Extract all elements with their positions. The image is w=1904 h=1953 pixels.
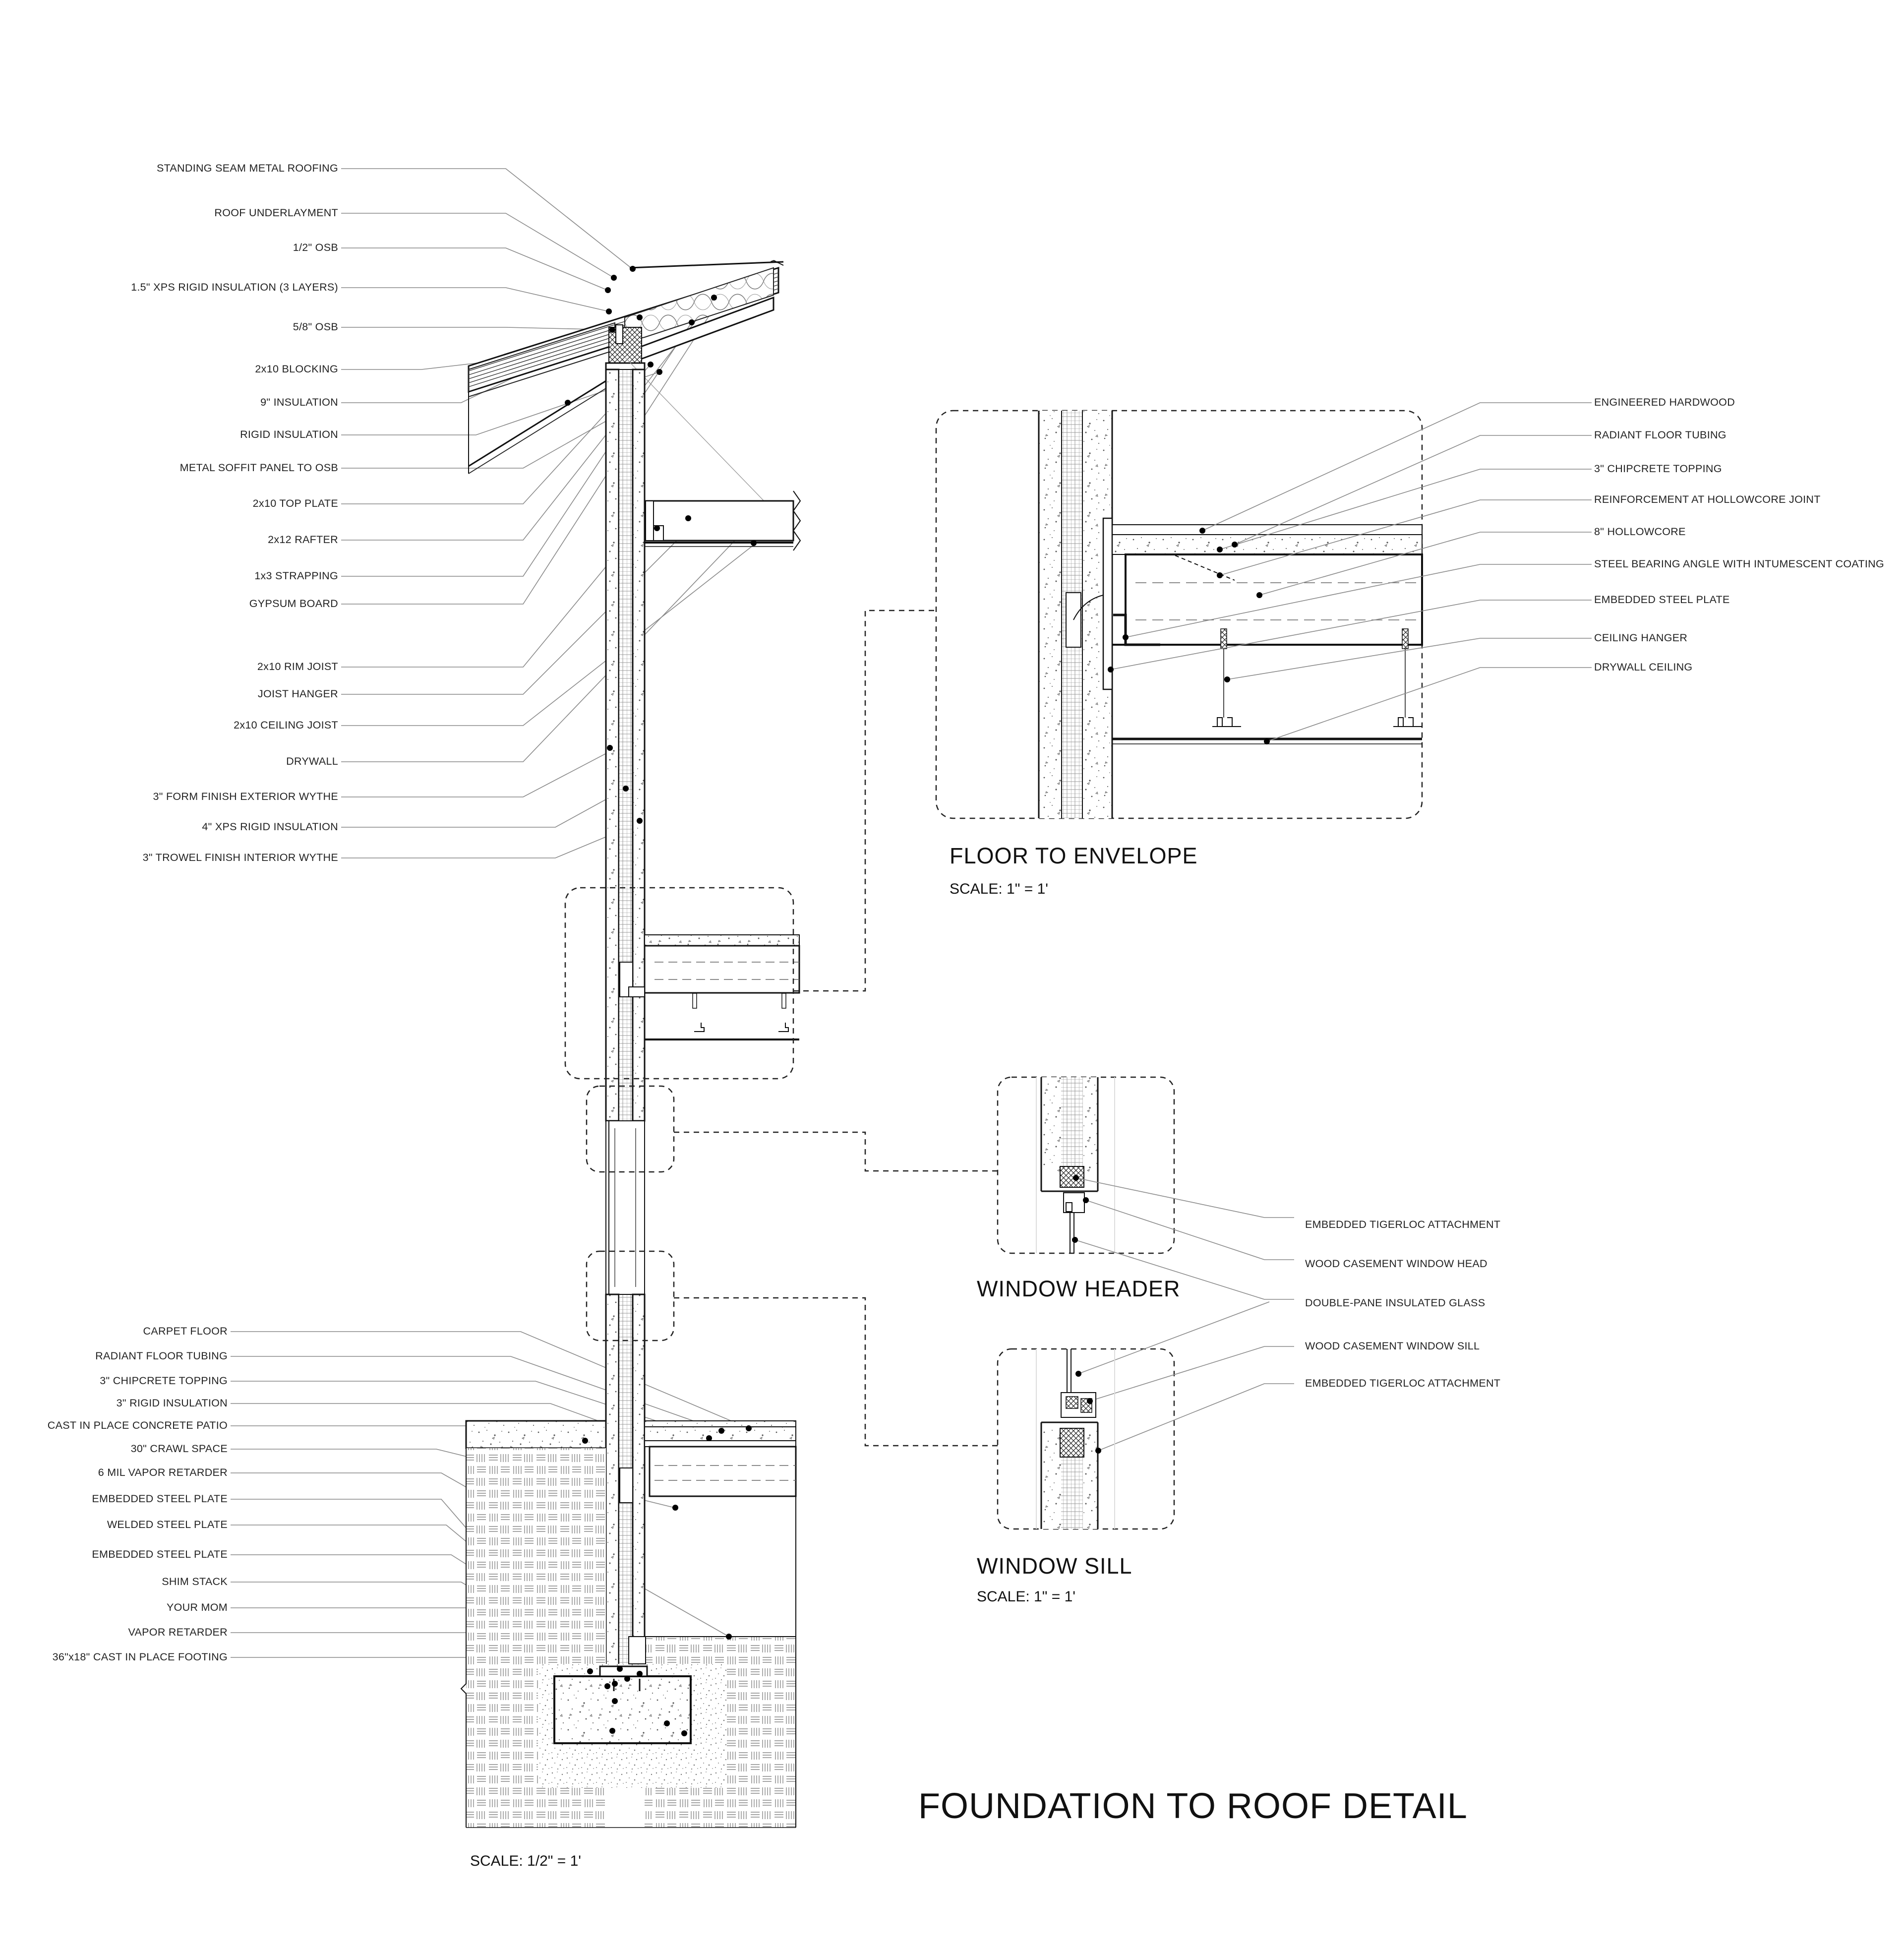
ceiling-assembly	[644, 490, 801, 551]
window-header-title: WINDOW HEADER	[977, 1276, 1181, 1301]
label-2x10-rim-joist: 2x10 RIM JOIST	[257, 661, 338, 672]
label-fd-drywall-ceiling: DRYWALL CEILING	[1594, 661, 1693, 673]
window-header-detail	[1036, 1077, 1294, 1451]
label-fd-chipcrete: 3" CHIPCRETE TOPPING	[1594, 463, 1722, 475]
label-vapor-retarder: VAPOR RETARDER	[128, 1626, 228, 1638]
label-half-osb: 1/2" OSB	[293, 242, 338, 253]
label-4in-xps: 4" XPS RIGID INSULATION	[202, 821, 338, 833]
label-ws-tigerloc: EMBEDDED TIGERLOC ATTACHMENT	[1305, 1377, 1501, 1389]
label-cast-in-place-footing: 36"x18" CAST IN PLACE FOOTING	[52, 1651, 228, 1663]
label-your-mom: YOUR MOM	[166, 1601, 228, 1613]
label-1x3-strapping: 1x3 STRAPPING	[254, 570, 338, 582]
window-sill-title: WINDOW SILL	[977, 1553, 1132, 1579]
label-2x12-rafter: 2x12 RAFTER	[268, 534, 338, 546]
label-wh-window-head: WOOD CASEMENT WINDOW HEAD	[1305, 1258, 1488, 1270]
label-ws-window-sill: WOOD CASEMENT WINDOW SILL	[1305, 1340, 1480, 1352]
label-2x10-ceiling-joist: 2x10 CEILING JOIST	[234, 719, 338, 731]
label-fd-embedded-plate: EMBEDDED STEEL PLATE	[1594, 594, 1730, 606]
label-rigid-insulation: RIGID INSULATION	[240, 428, 338, 440]
sheet-title: FOUNDATION TO ROOF DETAIL	[918, 1786, 1468, 1826]
foundation-assembly	[460, 1420, 797, 1828]
main-detail-scale: SCALE: 1/2" = 1'	[470, 1853, 582, 1869]
label-9in-insulation: 9" INSULATION	[260, 396, 338, 408]
label-shim-stack: SHIM STACK	[162, 1576, 228, 1587]
leader-dots	[565, 266, 1270, 1736]
roof-assembly	[468, 260, 784, 511]
label-fd-hollowcore: 8" HOLLOWCORE	[1594, 526, 1686, 538]
label-welded-steel-plate: WELDED STEEL PLATE	[107, 1519, 228, 1530]
label-xps-rigid: 1.5" XPS RIGID INSULATION (3 LAYERS)	[131, 281, 338, 293]
label-vapor-retarder-6mil: 6 MIL VAPOR RETARDER	[98, 1466, 228, 1478]
label-drywall: DRYWALL	[286, 755, 338, 767]
label-wh-tigerloc: EMBEDDED TIGERLOC ATTACHMENT	[1305, 1219, 1501, 1230]
label-engineered-hardwood: ENGINEERED HARDWOOD	[1594, 396, 1735, 408]
label-standing-seam-roofing: STANDING SEAM METAL ROOFING	[156, 162, 338, 174]
floor-detail-leaders	[1110, 402, 1592, 742]
label-fd-radiant-tubing: RADIANT FLOOR TUBING	[1594, 429, 1726, 441]
label-embedded-steel-plate-1: EMBEDDED STEEL PLATE	[92, 1493, 228, 1505]
label-five-eighth-osb: 5/8" OSB	[293, 321, 338, 333]
label-wh-insulated-glass: DOUBLE-PANE INSULATED GLASS	[1305, 1297, 1486, 1309]
label-radiant-floor-tubing: RADIANT FLOOR TUBING	[95, 1350, 228, 1362]
label-carpet-floor: CARPET FLOOR	[143, 1325, 228, 1337]
label-metal-soffit: METAL SOFFIT PANEL TO OSB	[179, 462, 338, 474]
label-embedded-steel-plate-2: EMBEDDED STEEL PLATE	[92, 1548, 228, 1560]
floor-detail-scale: SCALE: 1" = 1'	[950, 881, 1048, 897]
label-concrete-patio: CAST IN PLACE CONCRETE PATIO	[47, 1419, 228, 1431]
label-chipcrete-topping: 3" CHIPCRETE TOPPING	[100, 1375, 228, 1387]
label-roof-underlayment: ROOF UNDERLAYMENT	[214, 207, 338, 219]
label-fd-bearing-angle: STEEL BEARING ANGLE WITH INTUMESCENT COA…	[1594, 558, 1885, 570]
label-2x10-blocking: 2x10 BLOCKING	[255, 363, 338, 375]
window-sill-detail	[1036, 1349, 1115, 1529]
label-joist-hanger: JOIST HANGER	[257, 688, 338, 700]
label-trowel-finish-wythe: 3" TROWEL FINISH INTERIOR WYTHE	[142, 852, 338, 863]
label-form-finish-wythe: 3" FORM FINISH EXTERIOR WYTHE	[153, 791, 338, 802]
mid-floor-assembly	[619, 934, 800, 1040]
floor-detail-title: FLOOR TO ENVELOPE	[950, 843, 1198, 868]
label-2x10-top-plate: 2x10 TOP PLATE	[252, 497, 338, 509]
window-sill-scale: SCALE: 1" = 1'	[977, 1588, 1075, 1605]
label-gypsum-board: GYPSUM BOARD	[249, 598, 338, 610]
label-fd-reinforcement: REINFORCEMENT AT HOLLOWCORE JOINT	[1594, 493, 1821, 505]
label-3in-rigid-insulation: 3" RIGID INSULATION	[116, 1397, 228, 1409]
label-crawl-space: 30" CRAWL SPACE	[130, 1443, 228, 1455]
label-fd-ceiling-hanger: CEILING HANGER	[1594, 632, 1688, 644]
floor-detail	[1038, 411, 1423, 818]
